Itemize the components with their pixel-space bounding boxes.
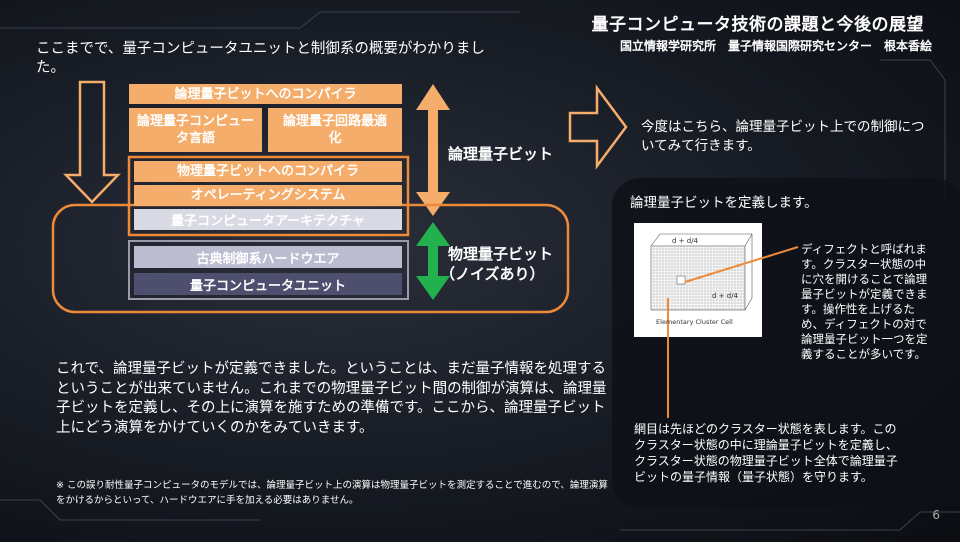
hardware-frame — [128, 240, 409, 300]
slide-title: 量子コンピュータ技術の課題と今後の展望 — [591, 15, 924, 35]
qc-unit-box: 量子コンピュータユニット — [134, 273, 402, 295]
figure-label-top: d + d/4 — [672, 237, 699, 245]
physical-compiler-box: 物理量子ビットへのコンパイラ — [134, 161, 402, 182]
compiler-frame — [127, 155, 410, 237]
os-box: オペレーティングシステム — [134, 185, 402, 206]
logical-qubit-label: 論理量子ビット — [448, 145, 554, 163]
right-hollow-arrow — [568, 84, 628, 170]
circuit-opt-box: 論理量子回路最適化 — [268, 108, 402, 152]
define-text: 論理量子ビットを定義します。 — [630, 195, 818, 211]
figure-label-right: d + d/4 — [712, 292, 739, 300]
cluster-mesh — [650, 245, 745, 310]
intro-text: ここまでで、量子コンピュータユニットと制御系の概要がわかりました。 — [36, 41, 485, 76]
circuit-lines — [0, 11, 960, 531]
footnote: ※ この誤り耐性量子コンピュータのモデルでは、論理量子ビット上の演算は物理量子ビ… — [56, 480, 608, 506]
page-number: 6 — [932, 508, 940, 522]
figure-caption: Elementary Cluster Cell — [656, 318, 733, 326]
classical-hw-box: 古典制御系ハードウエア — [134, 246, 402, 268]
qc-language-box: 論理量子コンピュータ言語 — [129, 108, 262, 152]
orange-double-arrow — [416, 84, 450, 216]
slide-author: 国立情報学研究所 量子情報国際研究センター 根本香絵 — [619, 39, 932, 53]
cluster-figure-bg — [634, 223, 762, 337]
noisy-label: （ノイズあり） — [440, 265, 545, 283]
next-step-text: 今度はこちら、論理量子ビット上での制御についてみて行きます。 — [641, 119, 925, 154]
mesh-description: 網目は先ほどのクラスター状態を表します。このクラスター状態の中に理論量子ビットを… — [634, 422, 898, 484]
green-double-arrow — [416, 222, 450, 300]
logical-compiler-box: 論理量子ビットへのコンパイラ — [129, 84, 402, 104]
body-text: これで、論理量子ビットが定義できました。ということは、まだ量子情報を処理するとい… — [56, 361, 607, 436]
hollow-down-arrow — [63, 80, 121, 204]
architecture-box: 量子コンピュータアーキテクチャ — [134, 209, 402, 230]
physical-qubit-label: 物理量子ビット — [448, 245, 554, 263]
defect-hole — [676, 275, 686, 285]
defect-description: ディフェクトと呼ばれます。クラスター状態の中に穴を開けることで論理量子ビットが定… — [801, 242, 928, 361]
defect-pointer — [684, 246, 799, 283]
